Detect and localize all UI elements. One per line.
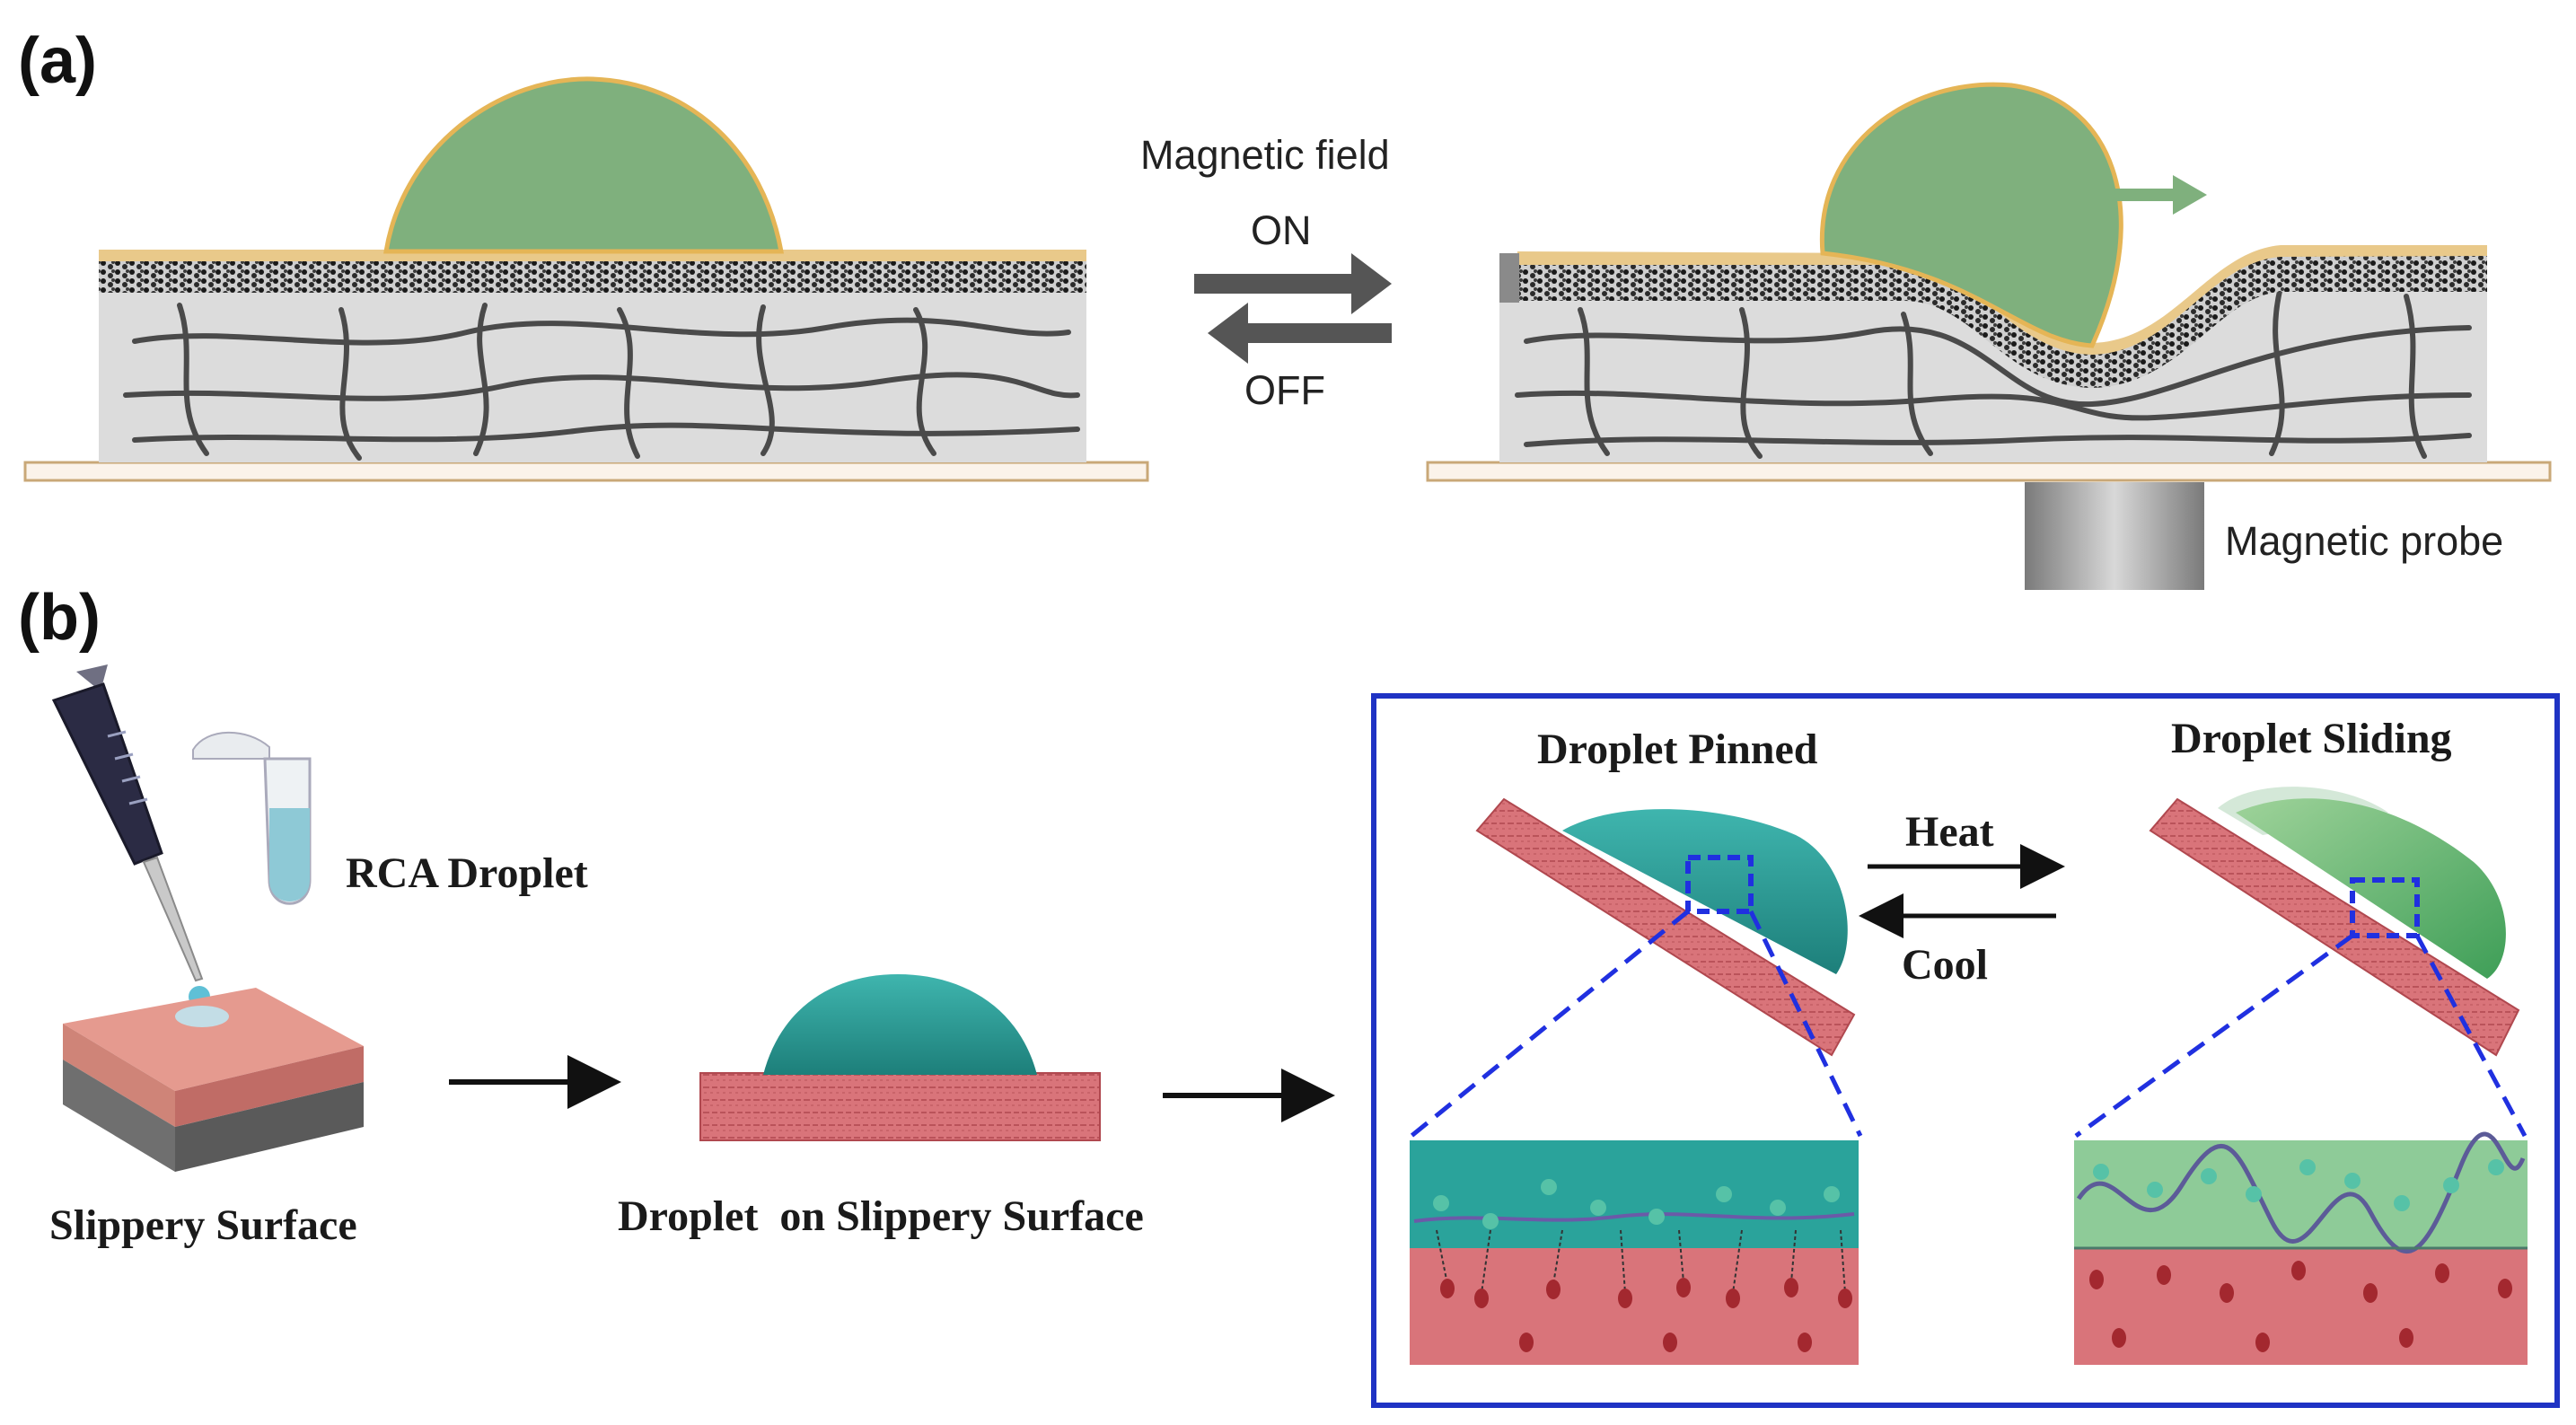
left-edge-plate bbox=[1499, 253, 1519, 303]
right-actuated-surface bbox=[1426, 82, 2552, 590]
left-unactuated-surface bbox=[23, 76, 1149, 482]
panel-a-letter: (a) bbox=[18, 25, 97, 97]
slippery-surface-block bbox=[63, 988, 364, 1172]
zoom-line-left-b bbox=[1748, 910, 1863, 1138]
magnetic-particle-layer bbox=[99, 260, 1086, 293]
pinned-teal-drop bbox=[1562, 809, 1848, 974]
lubricant-film-right bbox=[1517, 245, 2487, 355]
off-label: OFF bbox=[1244, 367, 1325, 413]
panel-b-letter: (b) bbox=[18, 582, 101, 654]
magnetic-field-label: Magnetic field bbox=[1140, 132, 1390, 178]
rca-droplet-label: RCA Droplet bbox=[346, 849, 588, 897]
droplet-pinned-label: Droplet Pinned bbox=[1537, 726, 1818, 773]
off-arrow bbox=[1208, 303, 1392, 364]
green-droplet-right bbox=[1819, 82, 2123, 348]
brick-substrate bbox=[699, 1072, 1101, 1141]
zoom-line-right-a bbox=[2074, 933, 2354, 1139]
droplet-sliding-label: Droplet Sliding bbox=[2171, 715, 2452, 762]
base-plate-right bbox=[1426, 461, 2552, 482]
slippery-surface-label: Slippery Surface bbox=[49, 1201, 357, 1249]
lubricant-film bbox=[99, 250, 1086, 261]
pinned-zoom-box bbox=[1685, 855, 1754, 914]
on-arrow bbox=[1194, 253, 1392, 314]
sliding-droplet-diagram bbox=[2074, 787, 2528, 1139]
cool-label: Cool bbox=[1902, 941, 1988, 989]
tilted-brick-left bbox=[1475, 797, 1856, 1057]
zoom-line-left-a bbox=[1410, 910, 1690, 1138]
fiber-network-right bbox=[1515, 285, 2472, 459]
motion-arrow bbox=[2099, 175, 2207, 215]
teal-droplet bbox=[763, 974, 1037, 1075]
base-plate bbox=[23, 461, 1149, 482]
tube-icon bbox=[192, 731, 312, 905]
droplet-on-surface bbox=[699, 974, 1101, 1141]
green-droplet-left bbox=[383, 76, 784, 254]
pipette-icon bbox=[51, 664, 210, 1007]
magnetic-particle-layer-right bbox=[1517, 254, 2487, 388]
sliding-green-drop bbox=[2236, 798, 2506, 979]
sliding-zoom-inset bbox=[2074, 1131, 2528, 1365]
sliding-zoom-box bbox=[2350, 877, 2420, 938]
mechanism-box bbox=[1371, 693, 2560, 1408]
heat-label: Heat bbox=[1905, 808, 1994, 856]
on-label: ON bbox=[1251, 207, 1312, 253]
magnetic-probe bbox=[2025, 482, 2204, 590]
droplet-on-slippery-label: Droplet on Slippery Surface bbox=[618, 1192, 1144, 1240]
fiber-network bbox=[123, 303, 1080, 461]
zoom-line-right-b bbox=[2414, 934, 2528, 1138]
magnetic-probe-label: Magnetic probe bbox=[2225, 518, 2503, 564]
pinned-zoom-inset bbox=[1410, 1140, 1859, 1365]
tilted-brick-right bbox=[2149, 797, 2520, 1057]
pinned-droplet-diagram bbox=[1410, 797, 1863, 1138]
